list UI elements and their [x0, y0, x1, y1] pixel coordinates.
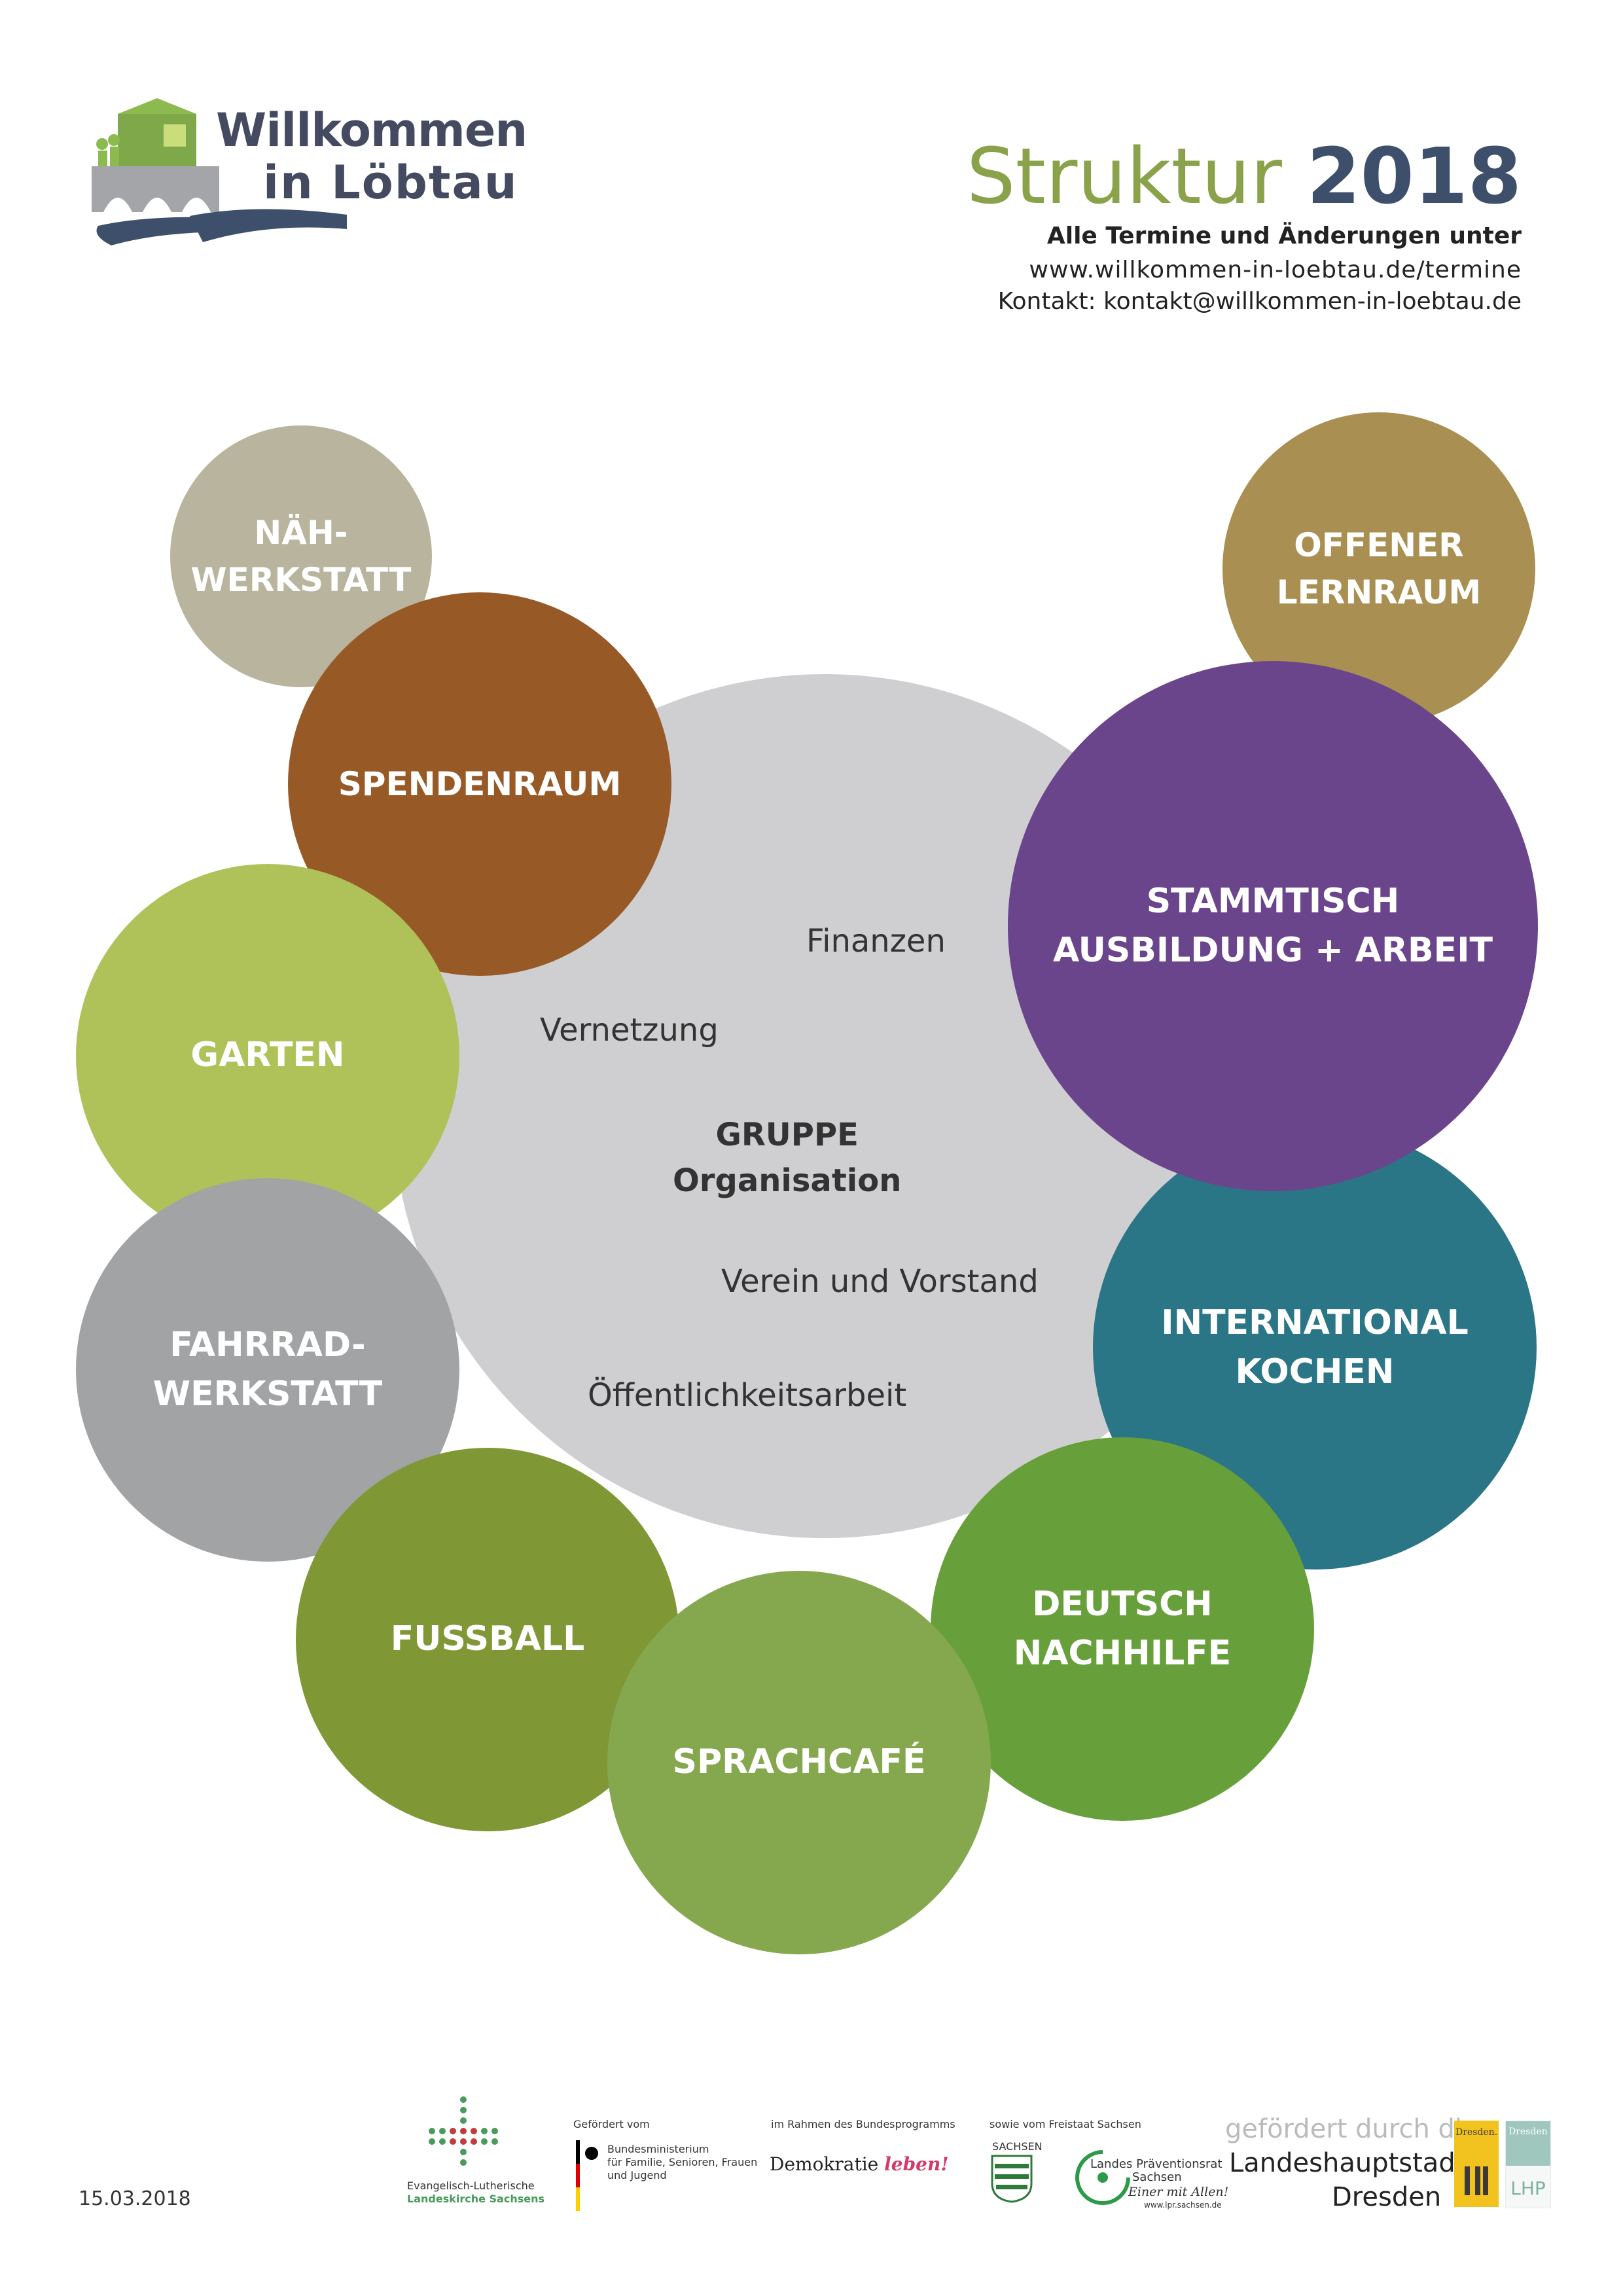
- leben-word: leben!: [884, 2153, 949, 2175]
- logo-line2: in Löbtau: [263, 156, 518, 209]
- header-contact-line[interactable]: Kontakt: kontakt@willkommen-in-loebtau.d…: [997, 288, 1522, 315]
- bubble-naeh-label: NÄH- WERKSTATT: [190, 513, 412, 600]
- bmfsfj-line3: und Jugend: [607, 2169, 667, 2181]
- center-title: GRUPPE Organisation: [673, 1113, 901, 1204]
- bubble-garten-label: GARTEN: [190, 1035, 345, 1075]
- lpr-line3: Einer mit Allen!: [1128, 2185, 1229, 2199]
- dresden-logo-text: Dresden.: [1455, 2127, 1498, 2138]
- bundesprogramm-label: im Rahmen des Bundesprogramms: [771, 2118, 955, 2130]
- lhp-logo-top-text: Dresden: [1508, 2126, 1548, 2137]
- freistaat-label: sowie vom Freistaat Sachsen: [990, 2118, 1141, 2130]
- bubble-fahrrad-label: FAHRRAD- WERKSTATT: [152, 1325, 383, 1414]
- center-item-oeffentlichkeit: Öffentlichkeitsarbeit: [588, 1377, 907, 1414]
- lpr-line2: Sachsen: [1132, 2170, 1182, 2184]
- title-light: Struktur: [966, 131, 1283, 221]
- sachsen-label: SACHSEN: [992, 2140, 1043, 2153]
- logo-bridge-icon: [92, 98, 223, 245]
- church-name-line2: Landeskirche Sachsens: [407, 2193, 545, 2205]
- lhp-logo-top: Dresden: [1506, 2121, 1550, 2166]
- lhd-line1: gefördert durch die: [1225, 2114, 1478, 2144]
- logo: Willkommen in Löbtau: [92, 98, 527, 249]
- center-item-verein: Verein und Vorstand: [721, 1263, 1039, 1300]
- logo-river-icon: [190, 209, 347, 242]
- bubble-deutsch-nachhilfe[interactable]: DEUTSCH NACHHILFE: [931, 1437, 1314, 1821]
- center-item-vernetzung: Vernetzung: [540, 1012, 719, 1049]
- lhd-line2: Landeshauptstadt: [1229, 2148, 1466, 2178]
- bubble-stammtisch[interactable]: STAMMTISCH AUSBILDUNG + ARBEIT: [1008, 661, 1538, 1191]
- lhp-logo: Dresden LHP: [1505, 2121, 1551, 2208]
- header-info-line1: Alle Termine und Änderungen unter: [1046, 223, 1522, 249]
- bubble-fussball-label: FUSSBALL: [390, 1619, 585, 1659]
- dresden-lion-icon: [1465, 2166, 1488, 2195]
- center-item-finanzen: Finanzen: [806, 923, 946, 960]
- lhp-logo-label: LHP: [1510, 2178, 1546, 2199]
- church-cross-logo-icon: [429, 2096, 498, 2166]
- german-flag-eagle-icon: [576, 2140, 598, 2211]
- demokratie-leben-logo: Demokratie leben!: [770, 2153, 949, 2175]
- bmfsfj-line2: für Familie, Senioren, Frauen: [607, 2156, 758, 2168]
- lpr-line1: Landes Präventionsrat: [1090, 2157, 1222, 2171]
- bmfsfj-line1: Bundesministerium: [607, 2143, 709, 2155]
- church-name-line1: Evangelisch-Lutherische: [407, 2179, 535, 2192]
- lpr-logo-icon: [1075, 2150, 1130, 2205]
- center-title-text: GRUPPE Organisation: [673, 1117, 902, 1199]
- gefoerdert-vom-label: Gefördert vom: [573, 2118, 650, 2130]
- bubble-deutsch-label: DEUTSCH NACHHILFE: [1013, 1584, 1232, 1673]
- sachsen-coat-of-arms-icon: [991, 2155, 1033, 2203]
- date-label: 15.03.2018: [79, 2187, 191, 2210]
- lhd-line3: Dresden: [1332, 2182, 1442, 2212]
- title-bold: 2018: [1306, 131, 1522, 221]
- dresden-logo: Dresden.: [1454, 2121, 1499, 2207]
- bubble-international-label: INTERNATIONAL KOCHEN: [1161, 1302, 1469, 1391]
- bubble-stammtisch-label: STAMMTISCH AUSBILDUNG + ARBEIT: [1052, 881, 1493, 970]
- demokratie-word: Demokratie: [770, 2153, 879, 2175]
- logo-line1: Willkommen: [216, 103, 527, 157]
- bubble-spenden-label: SPENDENRAUM: [338, 764, 622, 803]
- bubble-offener-label: OFFENER LERNRAUM: [1276, 526, 1482, 612]
- bubble-sprachcafe-label: SPRACHCAFÉ: [672, 1742, 926, 1782]
- page-title: Struktur 2018: [967, 131, 1522, 221]
- lpr-line4: www.lpr.sachsen.de: [1144, 2200, 1222, 2210]
- header-url-link[interactable]: www.willkommen-in-loebtau.de/termine: [1029, 257, 1522, 283]
- bubble-sprachcafe[interactable]: SPRACHCAFÉ: [607, 1571, 991, 1954]
